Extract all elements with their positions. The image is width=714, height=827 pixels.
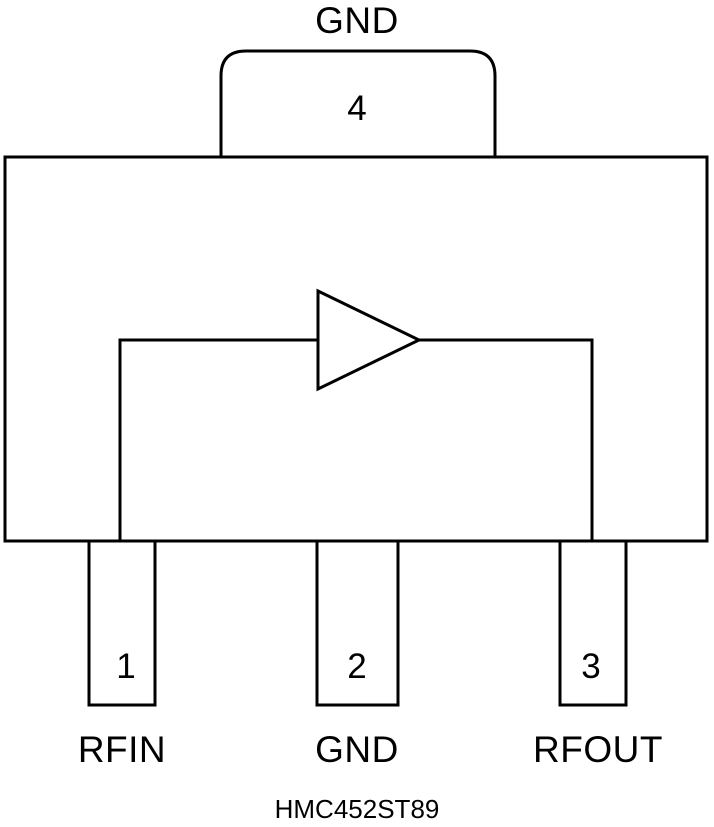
pin-3-number-label: 3 <box>581 647 600 686</box>
part-number-caption: HMC452ST89 <box>275 794 440 824</box>
pin-4-number-label: 4 <box>347 89 366 128</box>
pin-2-lead <box>315 539 400 707</box>
amplifier-icon <box>316 288 423 392</box>
pin-1-lead <box>87 539 157 707</box>
pin-3-lead <box>558 539 628 707</box>
output-trace <box>419 338 594 541</box>
pin-1-signal-label: RFIN <box>78 729 166 770</box>
pin-1-number-label: 1 <box>116 647 135 686</box>
pin-3-signal-label: RFOUT <box>533 729 663 770</box>
top-pin-signal-label: GND <box>315 0 399 41</box>
pin-2-signal-label: GND <box>315 729 399 770</box>
pin-4-tab <box>219 49 497 157</box>
pin-2-number-label: 2 <box>347 647 366 686</box>
input-trace <box>118 338 318 541</box>
